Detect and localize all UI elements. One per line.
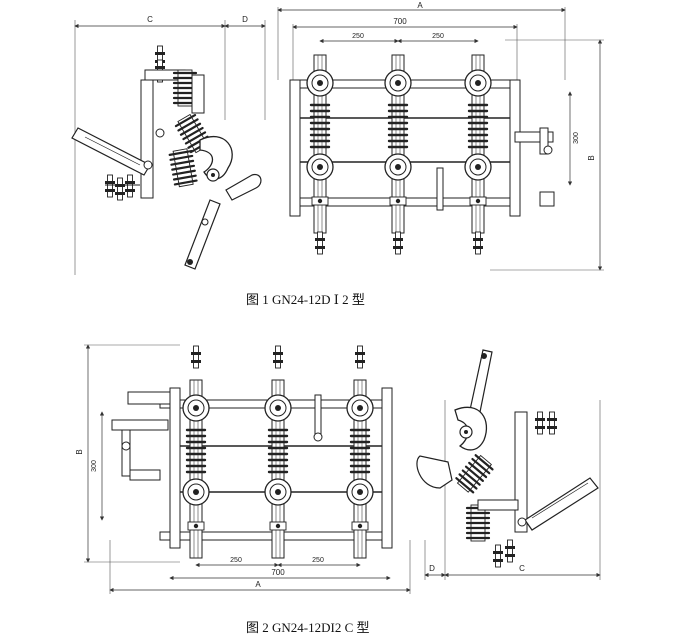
- fig1-dim-d: D: [242, 15, 248, 24]
- fig2-dim-250b: 250: [312, 557, 324, 564]
- fig2-side-view: D C: [416, 349, 601, 580]
- figure1-caption: 图 1 GN24-12D Ⅰ 2 型: [246, 292, 365, 307]
- fig2-dim-250a: 250: [230, 557, 242, 564]
- fig1-dim-a: A: [417, 1, 423, 10]
- fig2-dim-300: 300: [91, 460, 98, 472]
- fig2-dim-d: D: [429, 564, 435, 573]
- fig1-dim-250b: 250: [432, 33, 444, 40]
- fig2-dim-c: C: [519, 564, 525, 573]
- fig1-dim-c: C: [147, 15, 153, 24]
- fig2-dim-a: A: [255, 580, 261, 589]
- fig1-dim-300: 300: [573, 132, 580, 144]
- fig2-front-view: B 300 A 700 250 250: [75, 344, 411, 594]
- fig1-dim-b: B: [587, 155, 596, 160]
- fig1-dim-250a: 250: [352, 33, 364, 40]
- figure2-caption: 图 2 GN24-12DI2 C 型: [246, 620, 370, 635]
- fig2-dim-700: 700: [271, 568, 285, 577]
- fig1-dim-700: 700: [393, 17, 407, 26]
- fig1-side-view: C D: [71, 15, 266, 275]
- fig1-front-view: A 700 250 250 300 B: [277, 1, 604, 271]
- fig2-dim-b: B: [75, 449, 84, 454]
